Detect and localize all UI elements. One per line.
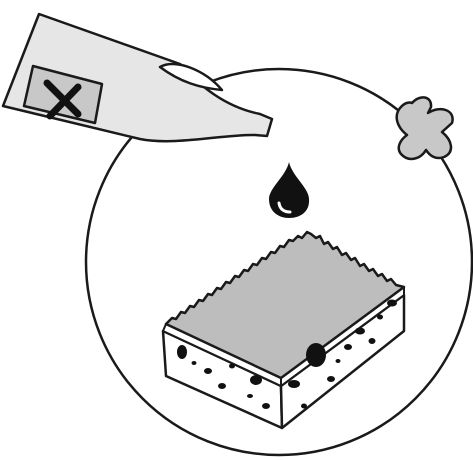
sponge-top-face: [164, 230, 406, 380]
bottle-label-x-icon: [43, 79, 82, 120]
drop-highlight: [277, 201, 292, 214]
bottle-icon: [1, 12, 274, 143]
liquid-drop-icon: [269, 162, 310, 218]
bottle-highlight: [158, 62, 224, 92]
prohibited-x-shape: [395, 96, 454, 161]
sponge-icon: [161, 230, 406, 430]
prohibited-x-icon: [395, 96, 454, 161]
sponge-holes: [177, 299, 397, 409]
